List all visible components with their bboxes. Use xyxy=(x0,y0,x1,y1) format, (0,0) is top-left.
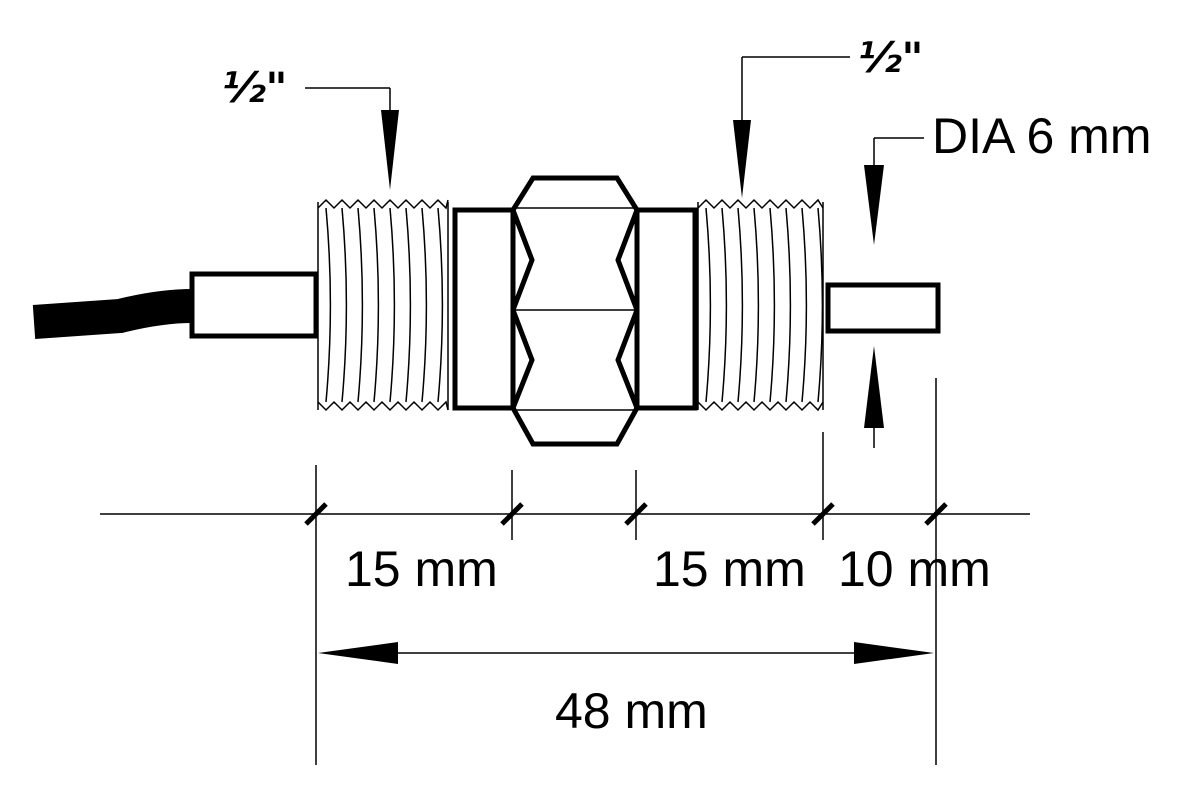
hex-nut xyxy=(510,175,640,447)
left-ring xyxy=(452,207,516,411)
right-thread xyxy=(697,198,824,412)
dim-probe: 10 mm xyxy=(838,541,991,597)
left-thread xyxy=(317,198,449,412)
arrow-down-dia-icon xyxy=(864,165,884,245)
right-ring xyxy=(634,207,698,411)
tick-marks xyxy=(304,502,948,526)
dim-overall: 48 mm xyxy=(555,683,708,739)
thread-size-label-right: ½" xyxy=(858,33,923,82)
arrow-down-left-icon xyxy=(381,110,399,190)
tick-b xyxy=(500,502,524,526)
dim-thread-right: 15 mm xyxy=(653,541,806,597)
tick-c xyxy=(624,502,648,526)
arrow-right-overall-icon xyxy=(854,642,934,664)
tick-e xyxy=(924,502,948,526)
arrow-left-overall-icon xyxy=(318,642,398,664)
cable xyxy=(32,289,193,339)
cable-sleeve xyxy=(189,271,319,339)
diameter-label: DIA 6 mm xyxy=(932,108,1151,164)
tick-a xyxy=(304,502,328,526)
probe-tip xyxy=(825,282,941,334)
dim-thread-left: 15 mm xyxy=(345,541,498,597)
thread-size-label-left: ½" xyxy=(222,63,287,112)
arrow-down-right-icon xyxy=(733,120,751,198)
arrow-up-dia-icon xyxy=(864,346,884,428)
tick-d xyxy=(811,502,835,526)
